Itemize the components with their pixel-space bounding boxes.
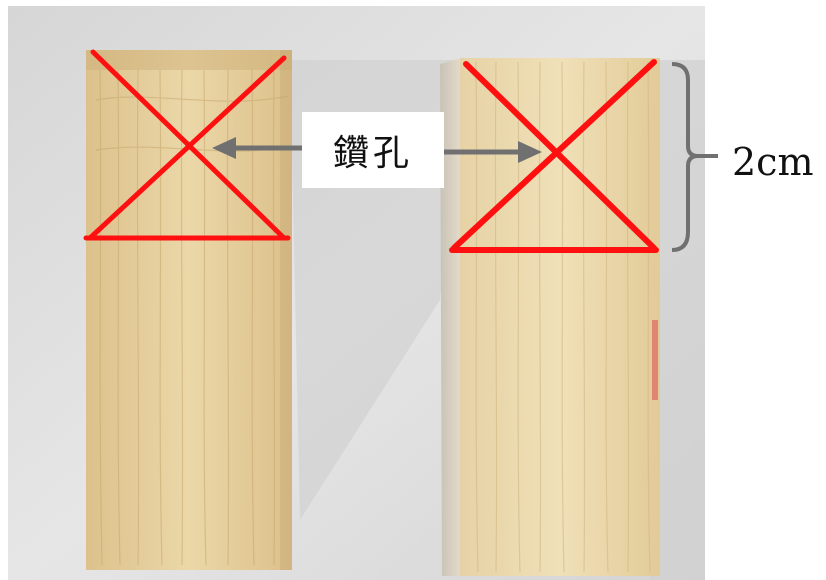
- right-hole-mark: [449, 59, 659, 253]
- hole-label-box: 鑽孔: [302, 112, 444, 188]
- left-wood-block: [86, 50, 292, 570]
- left-hole-mark: [83, 49, 291, 241]
- right-wood-block: [440, 58, 660, 576]
- left-arrow-icon: [212, 137, 302, 159]
- hole-label: 鑽孔: [332, 133, 413, 174]
- right-arrow-icon: [444, 141, 542, 163]
- shadow: [650, 60, 705, 580]
- dimension-label: 2cm: [732, 140, 814, 184]
